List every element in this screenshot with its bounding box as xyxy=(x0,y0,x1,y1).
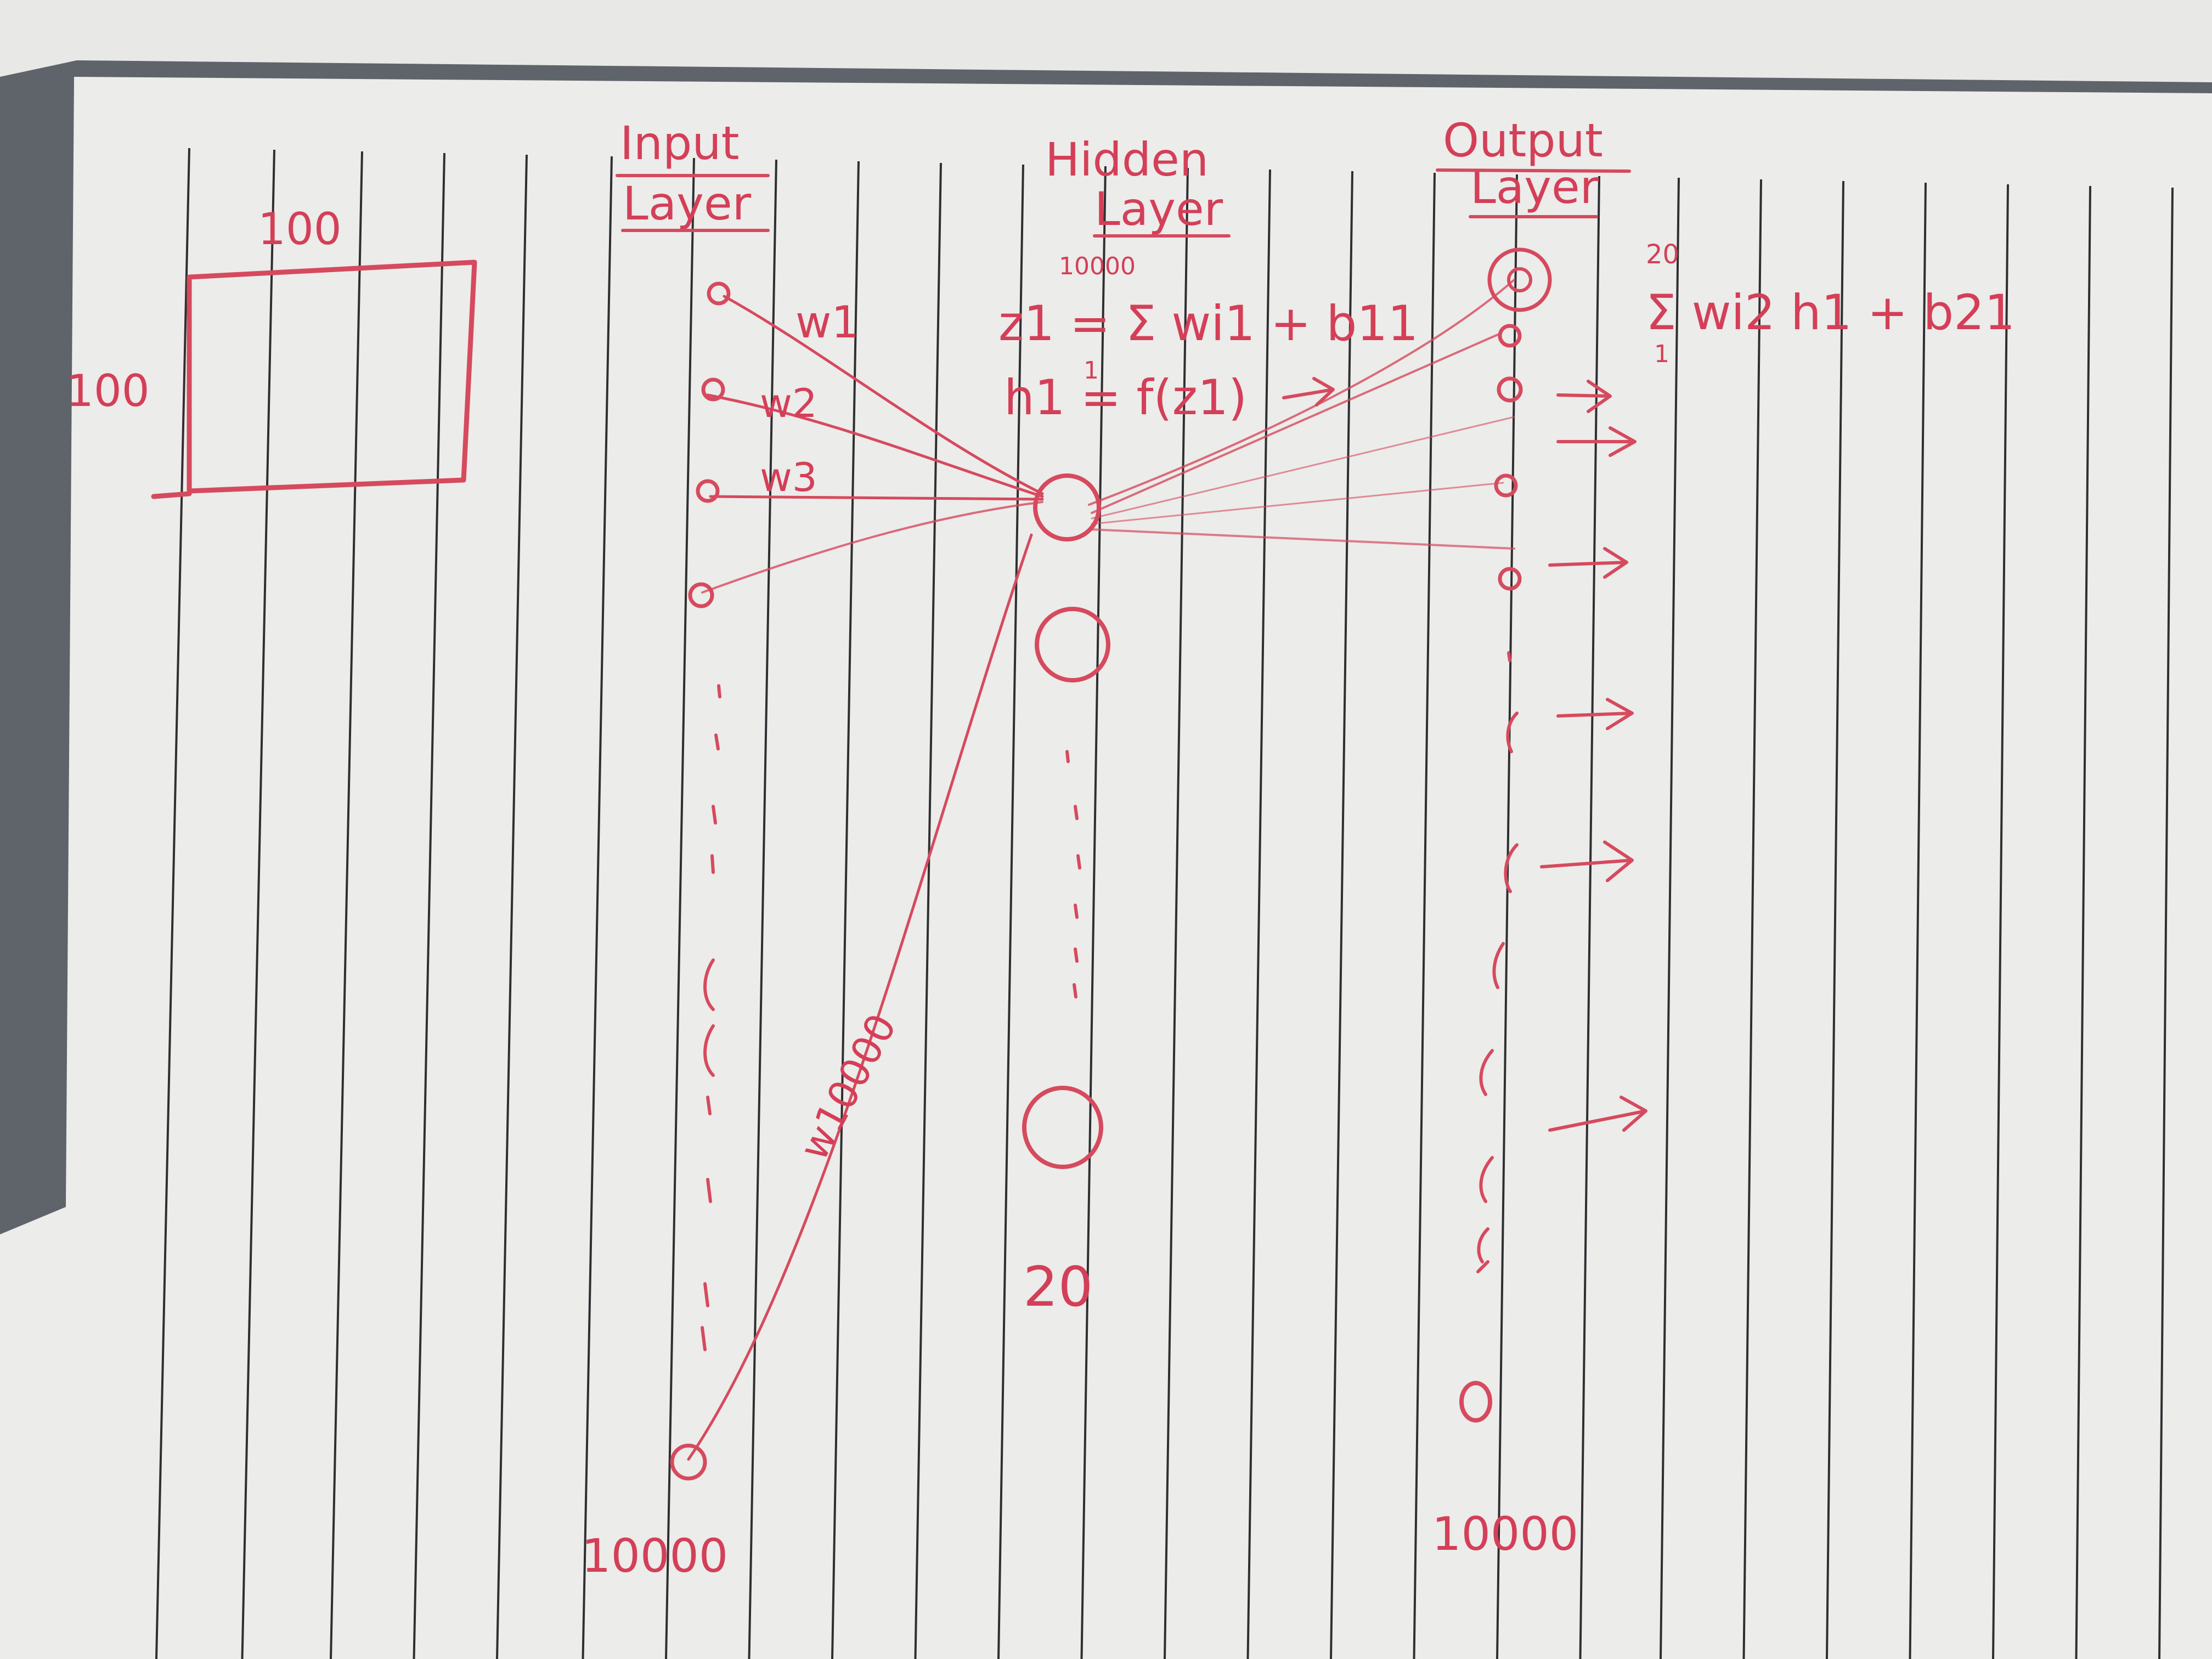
input-neuron xyxy=(701,377,725,402)
ruled-line xyxy=(2075,185,2091,1659)
output-neuron xyxy=(1459,1381,1492,1423)
output-count: 10000 xyxy=(1432,1507,1578,1561)
arrow-icon xyxy=(1548,547,1628,579)
output-layer-title-1: Output xyxy=(1443,114,1603,167)
hidden-ellipsis xyxy=(1065,750,1081,998)
weight-label-w2: w2 xyxy=(760,380,817,426)
hidden-neuron xyxy=(1033,473,1101,541)
eq-z-upper: 10000 xyxy=(1059,252,1136,280)
weight-label-w1: w1 xyxy=(795,297,859,348)
hidden-layer-title-1: Hidden xyxy=(1045,133,1209,187)
output-neuron xyxy=(1498,324,1522,348)
input-neuron xyxy=(688,582,714,608)
connections xyxy=(687,279,1515,1461)
input-ellipsis xyxy=(701,684,721,1351)
output-neuron xyxy=(1487,247,1552,312)
ruled-line xyxy=(155,148,190,1659)
ruled-line xyxy=(496,154,528,1659)
ruled-line xyxy=(1080,166,1107,1659)
output-neuron xyxy=(1498,567,1522,591)
hidden-layer-title-2: Layer xyxy=(1094,182,1223,236)
ruled-line xyxy=(831,161,860,1659)
ruled-line xyxy=(582,156,613,1659)
eq-h: h1 = f(z1) xyxy=(1004,369,1247,426)
eq-out-lower: 1 xyxy=(1654,340,1669,368)
ruled-line xyxy=(1909,182,1927,1659)
ruled-line xyxy=(2158,187,2174,1659)
arrow-icon xyxy=(1556,380,1612,413)
hidden-neuron xyxy=(1035,607,1110,682)
ruled-line xyxy=(1330,171,1353,1659)
eq-z-lower: 1 xyxy=(1084,357,1099,385)
ruled-line xyxy=(1496,174,1518,1659)
ruled-line xyxy=(1992,184,2009,1659)
ruled-line xyxy=(1742,179,1762,1659)
input-neuron xyxy=(670,1443,707,1481)
arrow-icon xyxy=(1548,1096,1647,1132)
ruled-line xyxy=(241,149,275,1659)
ruled-line xyxy=(997,164,1024,1659)
input-neuron xyxy=(707,281,731,306)
input-layer-title-2: Layer xyxy=(623,177,752,230)
output-neuron xyxy=(1497,376,1523,403)
weight-label-w3: w3 xyxy=(760,454,817,500)
ruled-line xyxy=(330,151,363,1659)
hidden-layer: Hidden Layer 10000 z1 = Σ wi1 + b11 1 h1… xyxy=(998,133,1418,1319)
ruled-line xyxy=(1246,169,1271,1659)
previous-page xyxy=(0,0,2212,82)
output-layer: Output Layer 10000 20 Σ wi2 h1 + b21 1 xyxy=(1432,114,2015,1561)
eq-out-upper: 20 xyxy=(1646,239,1679,270)
output-layer-title-2: Layer xyxy=(1470,160,1599,214)
image-box: 100 100 xyxy=(66,204,477,499)
arrow-icon xyxy=(1556,698,1634,730)
ruled-line xyxy=(1164,167,1189,1659)
ruled-line xyxy=(914,162,942,1659)
hidden-neuron xyxy=(1022,1086,1103,1169)
image-height-label: 100 xyxy=(66,365,150,416)
ruled-line xyxy=(1826,180,1844,1659)
input-layer-title-1: Input xyxy=(620,116,740,170)
input-count: 10000 xyxy=(582,1529,728,1583)
arrow-icon xyxy=(1540,840,1634,882)
output-ellipsis xyxy=(1476,651,1519,1273)
input-neuron xyxy=(696,479,720,503)
eq-z: z1 = Σ wi1 + b11 xyxy=(998,295,1418,352)
notebook-page xyxy=(0,77,2212,1659)
ruled-line xyxy=(1660,177,1680,1659)
image-width-label: 100 xyxy=(258,204,342,255)
ruled-line xyxy=(1579,176,1600,1659)
ruled-line xyxy=(665,157,695,1659)
eq-out: Σ wi2 h1 + b21 xyxy=(1646,284,2015,341)
arrow-icon xyxy=(1556,426,1637,457)
ruled-line xyxy=(413,153,445,1659)
output-arrows xyxy=(1540,380,1647,1132)
hidden-count: 20 xyxy=(1023,1255,1093,1319)
ruled-line xyxy=(1413,172,1436,1659)
output-neuron xyxy=(1494,473,1518,498)
